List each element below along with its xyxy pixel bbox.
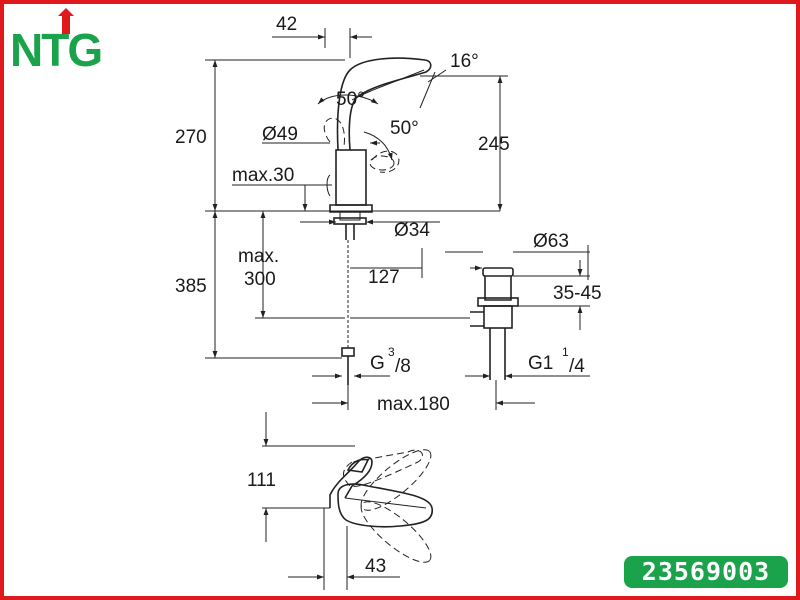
dim-hose-max-line1: max. [238, 246, 279, 267]
dim-deck-max: max.30 [232, 165, 294, 186]
dim-hose-thread-sub: /8 [395, 356, 411, 377]
dim-under-height: 385 [175, 276, 207, 297]
dim-waste-offset: 127 [368, 267, 400, 288]
dim-hose-max-line2: 300 [244, 269, 276, 290]
product-code-badge: 23569003 [624, 556, 788, 588]
dim-side-offset: 43 [365, 556, 386, 577]
dim-spout-height: 245 [478, 134, 510, 155]
dim-total-height: 270 [175, 127, 207, 148]
dim-spout-offset: 42 [276, 14, 297, 35]
dim-waste-range: 35-45 [553, 283, 602, 304]
logo-accent-bar [62, 12, 70, 34]
dim-body-diameter: Ø49 [262, 124, 298, 145]
dim-rod-max: max.180 [377, 394, 450, 415]
faucet-side-view [329, 449, 433, 563]
dim-hose-thread: G [370, 353, 385, 374]
dim-lever-angle-left: 50° [336, 89, 365, 110]
dim-side-height: 111 [247, 470, 276, 491]
dim-waste-thread-sup: 1 [562, 345, 569, 359]
dim-hose-thread-sup: 3 [388, 345, 395, 359]
logo-text: NTG [10, 24, 101, 72]
faucet-front-view [323, 30, 432, 385]
dim-shank-diameter: Ø34 [394, 220, 430, 241]
logo-icon: NTG [10, 8, 103, 72]
logo-accent-arrow [58, 8, 74, 16]
dim-spout-angle: 16° [450, 51, 479, 72]
dim-waste-thread-sub: /4 [569, 356, 585, 377]
pop-up-waste [350, 267, 519, 380]
dim-waste-thread: G1 [528, 353, 553, 374]
dim-lever-angle-right: 50° [390, 118, 419, 139]
dim-waste-diameter: Ø63 [533, 231, 569, 252]
